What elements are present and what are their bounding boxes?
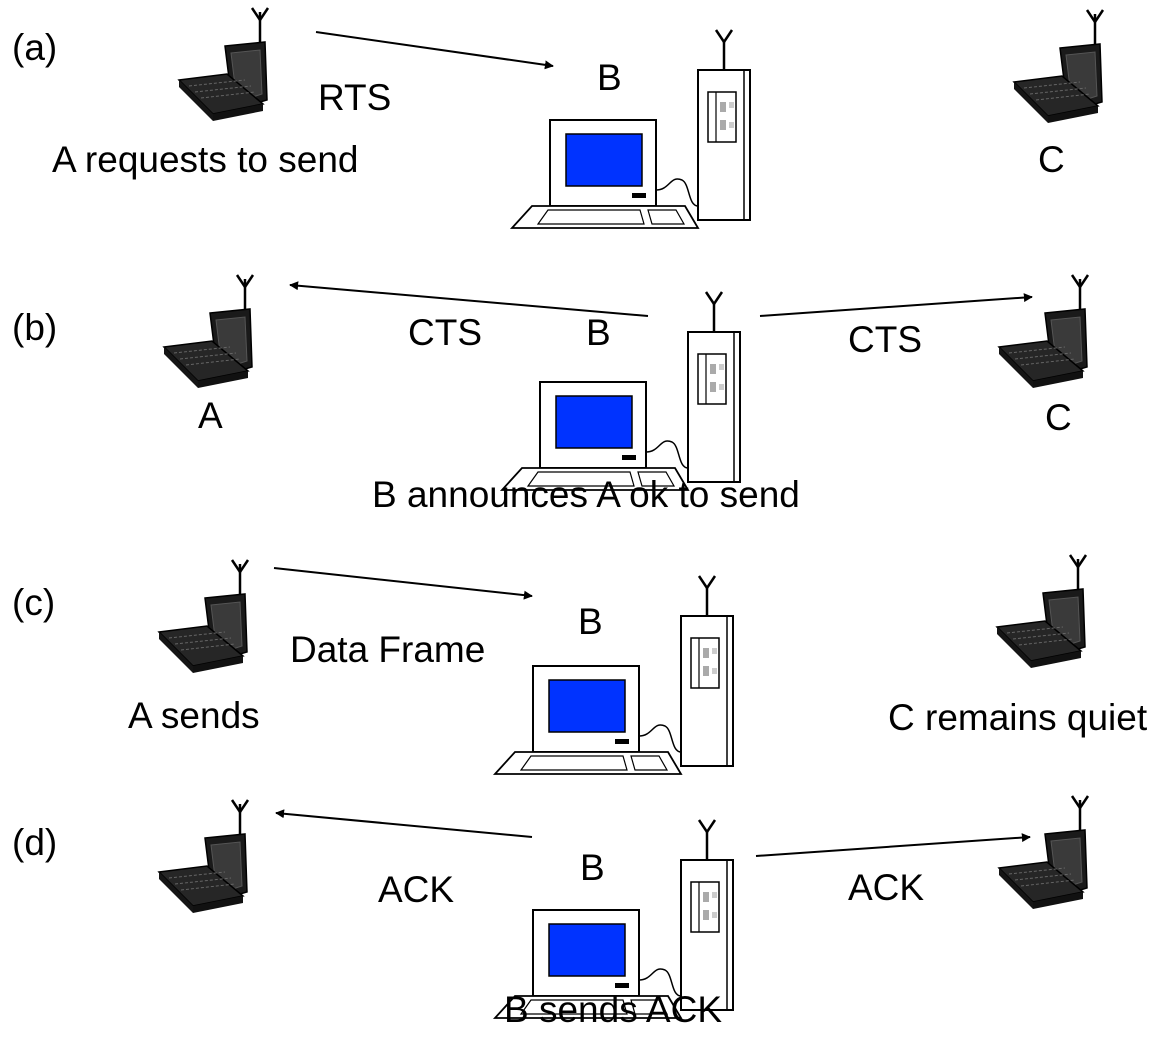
laptop-icon (157, 798, 250, 915)
laptop-icon (997, 273, 1090, 390)
panel-a: (a) RTS B A requests to send C (12, 6, 1105, 230)
arrow-left-label: ACK (378, 869, 454, 910)
panel-d: (d) ACK B ACK B sends ACK (12, 794, 1090, 1030)
caption-center: B sends ACK (504, 989, 722, 1030)
laptop-icon (162, 273, 255, 390)
caption-center: B announces A ok to send (372, 474, 800, 515)
base-station-name: B (586, 312, 611, 353)
desktop-computer-icon (510, 28, 752, 230)
caption-left: A (198, 395, 223, 436)
cts-arrow-left (289, 281, 649, 317)
desktop-computer-icon (493, 574, 735, 776)
base-station-name: B (578, 601, 603, 642)
panel-label: (b) (12, 307, 57, 348)
laptop-icon (157, 558, 250, 675)
laptop-icon (177, 6, 270, 123)
desktop-computer-icon (500, 290, 742, 492)
panel-b: (b) CTS B CTS A C B announces A ok to se… (12, 273, 1090, 515)
rts-arrow (315, 31, 554, 70)
caption-right: C (1045, 397, 1072, 438)
panel-label: (a) (12, 27, 57, 68)
panel-label: (d) (12, 822, 57, 863)
base-station-name: B (580, 847, 605, 888)
arrow-left-label: CTS (408, 312, 482, 353)
caption-left: A sends (128, 695, 260, 736)
arrow-left-label: Data Frame (290, 629, 485, 670)
ack-arrow-left (275, 809, 533, 838)
data-frame-arrow (273, 567, 533, 600)
laptop-icon (1012, 8, 1105, 125)
cts-arrow-right (759, 293, 1033, 317)
arrow-left-label: RTS (318, 77, 391, 118)
arrow-right-label: ACK (848, 867, 924, 908)
laptop-icon (997, 794, 1090, 911)
caption-right: C remains quiet (888, 697, 1148, 738)
ack-arrow-right (755, 833, 1031, 857)
caption-right: C (1038, 139, 1065, 180)
base-station-name: B (597, 57, 622, 98)
caption-left: A requests to send (52, 139, 358, 180)
laptop-icon (995, 553, 1088, 670)
panel-label: (c) (12, 582, 55, 623)
panel-c: (c) Data Frame B A sends C remains quiet (12, 553, 1148, 776)
arrow-right-label: CTS (848, 319, 922, 360)
